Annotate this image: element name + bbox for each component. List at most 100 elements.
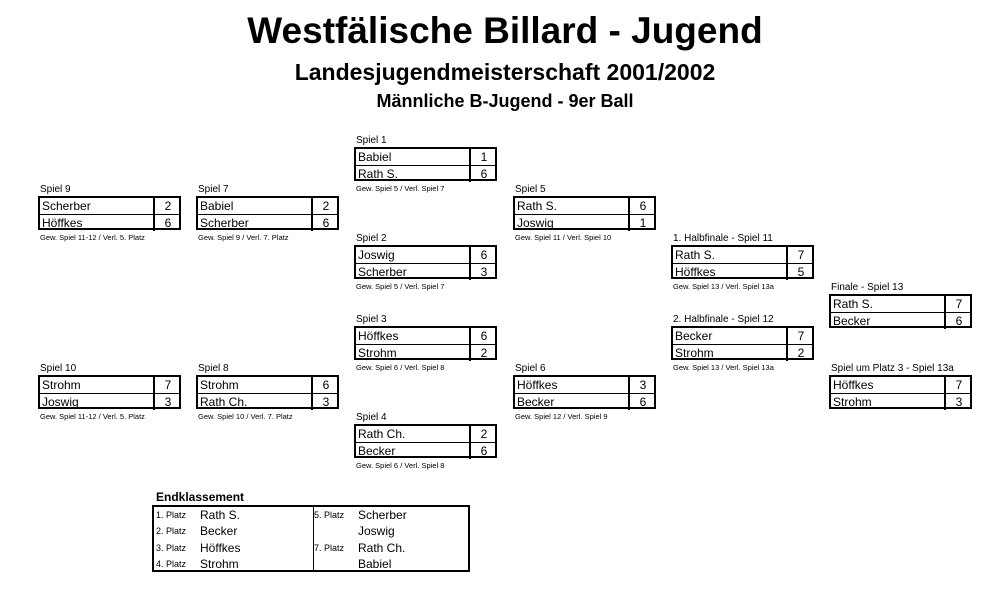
player-name: Scherber (42, 199, 91, 213)
player-row: Strohm 3 (831, 393, 970, 410)
player-name: Becker (517, 395, 555, 409)
match-footer: Gew. Spiel 5 / Verl. Spiel 7 (356, 282, 445, 291)
place-label: 5. Platz (314, 510, 345, 520)
player-score: 3 (469, 264, 497, 280)
player-score: 2 (786, 345, 814, 361)
player-row: Scherber 6 (198, 214, 337, 231)
player-name: Rath Ch. (200, 395, 248, 409)
player-name: Scherber (358, 265, 407, 279)
player-name: Rath S. (517, 199, 558, 213)
player-name: Rath S. (358, 167, 399, 181)
player-row: Joswig 3 (40, 393, 179, 410)
place-label: 3. Platz (156, 543, 187, 553)
match-title: Spiel 3 (356, 314, 387, 325)
player-name: Strohm (200, 557, 239, 571)
page-subtitle: Landesjugendmeisterschaft 2001/2002 (294, 59, 716, 85)
player-score: 7 (786, 247, 814, 263)
match-footer: Gew. Spiel 11 / Verl. Spiel 10 (515, 233, 612, 242)
match-footer: Gew. Spiel 13 / Verl. Spiel 13a (673, 363, 774, 372)
match-footer: Gew. Spiel 5 / Verl. Spiel 7 (356, 184, 445, 193)
final-standings-title: Endklassement (156, 490, 245, 504)
player-name: Höffkes (358, 329, 399, 343)
player-row: Scherber 3 (356, 263, 495, 280)
player-name: Becker (358, 444, 396, 458)
match-title: Spiel 1 (356, 135, 387, 146)
player-name: Babiel (200, 199, 234, 213)
match-title: Spiel 8 (198, 363, 229, 374)
player-score: 6 (469, 328, 497, 344)
player-name: Rath S. (200, 508, 241, 522)
player-name: Höffkes (517, 378, 558, 392)
player-name: Joswig (358, 524, 395, 538)
match-footer: Gew. Spiel 11-12 / Verl. 5. Platz (40, 412, 145, 421)
player-name: Joswig (358, 248, 395, 262)
player-name: Joswig (517, 216, 554, 230)
player-row: Rath S. 6 (515, 198, 654, 214)
player-name: Becker (675, 329, 713, 343)
match-footer: Gew. Spiel 12 / Verl. Spiel 9 (515, 412, 608, 421)
player-score: 6 (944, 313, 972, 329)
player-name: Strohm (358, 346, 397, 360)
player-row: Rath Ch. 3 (198, 393, 337, 410)
player-score: 6 (469, 443, 497, 459)
player-name: Rath Ch. (358, 541, 406, 555)
player-row: Becker 7 (673, 328, 812, 344)
player-score: 3 (944, 394, 972, 410)
player-row: Rath S.7 (831, 296, 970, 312)
player-name: Strohm (833, 395, 872, 409)
player-score: 6 (311, 215, 339, 231)
place-label: 7. Platz (314, 543, 345, 553)
player-name: Scherber (200, 216, 249, 230)
match-title: Spiel 6 (515, 363, 546, 374)
match-title: 1. Halbfinale - Spiel 11 (673, 233, 773, 244)
player-row: Rath Ch.2 (356, 426, 495, 442)
player-row: Becker 6 (515, 393, 654, 410)
match-title: Spiel 10 (40, 363, 77, 374)
player-score: 7 (786, 328, 814, 344)
player-name: Rath S. (675, 248, 716, 262)
player-name: Höffkes (200, 541, 241, 555)
player-row: Becker 6 (356, 442, 495, 459)
player-score: 2 (469, 345, 497, 361)
player-score: 3 (153, 394, 181, 410)
place-label: 4. Platz (156, 559, 187, 569)
player-row: Scherber 2 (40, 198, 179, 214)
player-row: Rath S. 7 (673, 247, 812, 263)
match-title: Spiel 5 (515, 184, 546, 195)
match-title: Spiel 2 (356, 233, 387, 244)
player-name: Höffkes (833, 378, 874, 392)
player-name: Scherber (358, 508, 407, 522)
player-name: Rath Ch. (358, 427, 406, 441)
match-title: Spiel um Platz 3 - Spiel 13a (831, 363, 954, 374)
player-name: Joswig (42, 395, 79, 409)
player-name: Becker (833, 314, 871, 328)
match-footer: Gew. Spiel 13 / Verl. Spiel 13a (673, 282, 774, 291)
player-name: Babiel (358, 557, 392, 571)
player-score: 2 (153, 198, 181, 214)
match-footer: Gew. Spiel 9 / Verl. 7. Platz (198, 233, 289, 242)
place-label: 2. Platz (156, 526, 187, 536)
player-score: 6 (628, 198, 656, 214)
player-score: 3 (311, 394, 339, 410)
match-title: 2. Halbfinale - Spiel 12 (673, 314, 774, 325)
player-score: 6 (628, 394, 656, 410)
player-row: Becker 6 (831, 312, 970, 329)
